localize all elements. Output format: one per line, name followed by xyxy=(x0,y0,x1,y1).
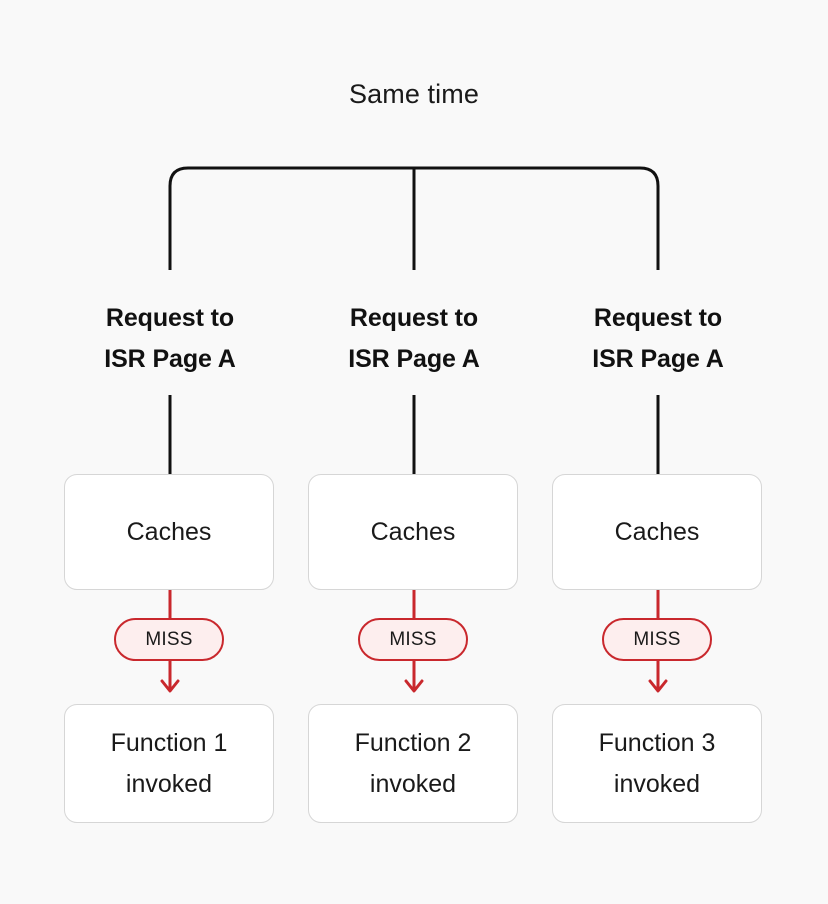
cache-box-3: Caches xyxy=(552,474,762,590)
cache-box-2: Caches xyxy=(308,474,518,590)
request-column-2: Request to ISR Page A Caches MISS Functi… xyxy=(308,0,520,904)
status-badge-miss-1: MISS xyxy=(114,618,224,661)
request-label-line1: Request to xyxy=(593,304,723,332)
function-box-line1-1: Function 1 xyxy=(110,728,228,757)
page-title: Same time xyxy=(349,79,479,109)
request-label-2: Request to ISR Page A xyxy=(308,298,520,380)
request-label-line1: Request to xyxy=(105,304,235,332)
function-box-line1-3: Function 3 xyxy=(598,728,716,757)
cache-box-label-1: Caches xyxy=(126,517,212,546)
miss-badge-label-2: MISS xyxy=(389,628,437,650)
request-label-line2: ISR Page A xyxy=(104,345,236,373)
request-label-line2: ISR Page A xyxy=(592,345,724,373)
cache-box-label-3: Caches xyxy=(614,517,700,546)
function-box-2: Function 2 invoked xyxy=(308,704,518,823)
request-column-1: Request to ISR Page A Caches MISS Functi… xyxy=(64,0,276,904)
request-label-line2: ISR Page A xyxy=(348,345,480,373)
status-badge-miss-2: MISS xyxy=(358,618,468,661)
function-box-line1-2: Function 2 xyxy=(354,728,472,757)
request-label-3: Request to ISR Page A xyxy=(552,298,764,380)
miss-badge-label-1: MISS xyxy=(145,628,193,650)
status-badge-miss-3: MISS xyxy=(602,618,712,661)
cache-box-1: Caches xyxy=(64,474,274,590)
function-box-1: Function 1 invoked xyxy=(64,704,274,823)
function-box-3: Function 3 invoked xyxy=(552,704,762,823)
request-label-line1: Request to xyxy=(349,304,479,332)
request-label-1: Request to ISR Page A xyxy=(64,298,276,380)
request-column-3: Request to ISR Page A Caches MISS Functi… xyxy=(552,0,764,904)
function-box-line2-2: invoked xyxy=(369,769,457,798)
miss-badge-label-3: MISS xyxy=(633,628,681,650)
cache-box-label-2: Caches xyxy=(370,517,456,546)
function-box-line2-3: invoked xyxy=(613,769,701,798)
function-box-line2-1: invoked xyxy=(125,769,213,798)
